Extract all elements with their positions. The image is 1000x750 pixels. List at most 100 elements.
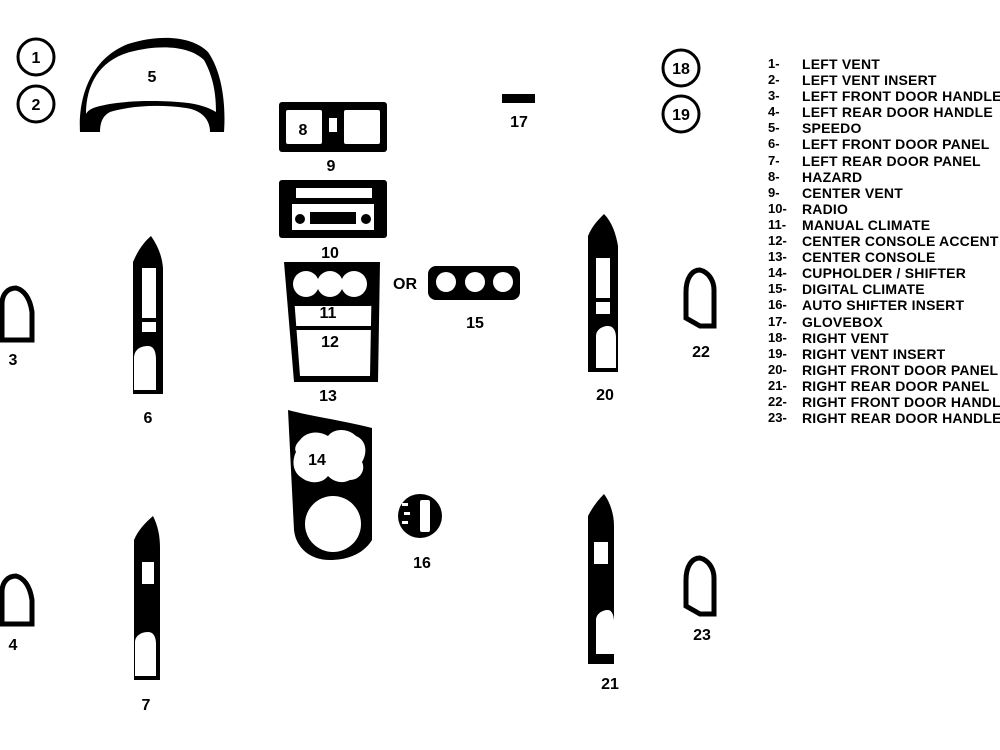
legend-part-name: LEFT FRONT DOOR PANEL bbox=[802, 136, 990, 153]
part-3-left-front-door-handle-shape bbox=[0, 285, 35, 343]
legend-part-name: RADIO bbox=[802, 200, 849, 217]
part-5-speedo-opening bbox=[86, 47, 216, 114]
legend-part-name: RIGHT FRONT DOOR HANDLE bbox=[802, 393, 1000, 410]
part-1-left-vent-icon bbox=[16, 37, 56, 77]
legend-part-number: 19- bbox=[768, 345, 787, 361]
part-label-14: 14 bbox=[308, 452, 326, 469]
part-20-switch-opening bbox=[596, 258, 610, 298]
part-14-cupholder-openings bbox=[293, 430, 366, 483]
part-11-dial-center bbox=[317, 271, 343, 297]
legend-part-name: RIGHT VENT INSERT bbox=[802, 345, 946, 362]
legend-part-name: CENTER CONSOLE ACCENT bbox=[802, 233, 999, 250]
legend-part-name: LEFT REAR DOOR PANEL bbox=[802, 152, 981, 169]
legend-part-number: 13- bbox=[768, 249, 787, 265]
legend-row: 19- RIGHT VENT INSERT bbox=[768, 346, 1000, 362]
part-label-6: 6 bbox=[144, 410, 153, 427]
legend-part-name: DIGITAL CLIMATE bbox=[802, 281, 925, 298]
part-21-switch-opening bbox=[594, 542, 608, 564]
part-label-20: 20 bbox=[596, 387, 614, 404]
part-12-console-accent-shape bbox=[294, 326, 372, 330]
part-20-pull-opening bbox=[596, 326, 616, 368]
legend-row: 8-HAZARD bbox=[768, 169, 1000, 185]
part-10-radio-knob-left bbox=[295, 214, 305, 224]
legend-row: 13- CENTER CONSOLE bbox=[768, 249, 1000, 265]
legend-row: 21- RIGHT REAR DOOR PANEL bbox=[768, 378, 1000, 394]
legend-row: 3- LEFT FRONT DOOR HANDLE bbox=[768, 88, 1000, 104]
legend-part-name: LEFT REAR DOOR HANDLE bbox=[802, 104, 993, 121]
part-16-indicator-3 bbox=[402, 521, 408, 524]
part-15-dial-left bbox=[436, 272, 456, 292]
legend-part-name: CENTER CONSOLE bbox=[802, 249, 936, 266]
legend-row: 16- AUTO SHIFTER INSERT bbox=[768, 297, 1000, 313]
legend-part-name: RIGHT VENT bbox=[802, 329, 889, 346]
legend-part-number: 20- bbox=[768, 361, 787, 377]
part-label-21: 21 bbox=[601, 676, 619, 693]
part-label-9: 9 bbox=[327, 158, 336, 175]
legend-part-number: 15- bbox=[768, 281, 787, 297]
part-label-2: 2 bbox=[32, 97, 41, 114]
legend-row: 2-LEFT VENT INSERT bbox=[768, 72, 1000, 88]
legend-part-number: 2- bbox=[768, 72, 780, 88]
part-label-11: 11 bbox=[320, 305, 337, 322]
legend-part-name: LEFT FRONT DOOR HANDLE bbox=[802, 88, 1000, 105]
legend-part-name: CENTER VENT bbox=[802, 184, 903, 201]
part-label-3: 3 bbox=[9, 352, 18, 369]
legend-row: 6-LEFT FRONT DOOR PANEL bbox=[768, 136, 1000, 152]
part-label-23: 23 bbox=[693, 627, 711, 644]
legend-row: 7-LEFT REAR DOOR PANEL bbox=[768, 153, 1000, 169]
legend-part-name: CUPHOLDER / SHIFTER bbox=[802, 265, 967, 282]
part-9-center-vent-opening-right bbox=[344, 110, 380, 144]
part-7-switch-opening bbox=[142, 562, 154, 584]
part-label-1: 1 bbox=[32, 50, 41, 67]
legend-part-name: MANUAL CLIMATE bbox=[802, 216, 931, 233]
part-label-22: 22 bbox=[692, 344, 710, 361]
legend-part-number: 16- bbox=[768, 297, 787, 313]
legend-part-number: 23- bbox=[768, 410, 787, 426]
part-6-pull-opening bbox=[134, 346, 156, 390]
or-label: OR bbox=[393, 276, 417, 293]
legend-row: 18-RIGHT VENT bbox=[768, 330, 1000, 346]
part-21-pull-opening bbox=[596, 610, 614, 654]
part-14-shifter-opening bbox=[305, 496, 361, 552]
part-label-19: 19 bbox=[672, 107, 690, 124]
legend-part-number: 9- bbox=[768, 184, 780, 200]
legend-row: 17-GLOVEBOX bbox=[768, 314, 1000, 330]
legend-row: 12-CENTER CONSOLE ACCENT bbox=[768, 233, 1000, 249]
legend-row: 20- RIGHT FRONT DOOR PANEL bbox=[768, 362, 1000, 378]
part-10-radio-display bbox=[296, 188, 372, 198]
legend-row: 10- RADIO bbox=[768, 201, 1000, 217]
legend-part-name: AUTO SHIFTER INSERT bbox=[802, 297, 965, 314]
legend-part-number: 8- bbox=[768, 168, 780, 184]
legend-part-name: RIGHT FRONT DOOR PANEL bbox=[802, 361, 999, 378]
part-9-center-vent-opening-left bbox=[286, 110, 322, 144]
legend-row: 22- RIGHT FRONT DOOR HANDLE bbox=[768, 394, 1000, 410]
legend-part-name: GLOVEBOX bbox=[802, 313, 883, 330]
legend-part-name: SPEEDO bbox=[802, 120, 862, 137]
part-11-dial-right bbox=[341, 271, 367, 297]
part-16-indicator-2 bbox=[404, 512, 410, 515]
legend-row: 23-RIGHT REAR DOOR HANDLE bbox=[768, 410, 1000, 426]
legend-row: 9- CENTER VENT bbox=[768, 185, 1000, 201]
part-23-right-rear-door-handle-shape bbox=[683, 555, 717, 617]
legend-part-number: 3- bbox=[768, 88, 780, 104]
part-label-8: 8 bbox=[299, 122, 308, 139]
legend-row: 14- CUPHOLDER / SHIFTER bbox=[768, 265, 1000, 281]
legend-part-number: 10- bbox=[768, 200, 787, 216]
part-15-dial-right bbox=[493, 272, 513, 292]
legend-part-number: 21- bbox=[768, 377, 787, 393]
part-label-5: 5 bbox=[148, 69, 157, 86]
part-20-switch-opening-small bbox=[596, 302, 610, 314]
part-label-7: 7 bbox=[142, 697, 151, 714]
part-6-switch-opening-small bbox=[142, 322, 156, 332]
legend-part-number: 14- bbox=[768, 265, 787, 281]
legend-part-number: 22- bbox=[768, 393, 787, 409]
legend-row: 15- DIGITAL CLIMATE bbox=[768, 281, 1000, 297]
legend-part-name: RIGHT REAR DOOR PANEL bbox=[802, 377, 990, 394]
part-label-12: 12 bbox=[321, 334, 339, 351]
legend-row: 1-LEFT VENT bbox=[768, 56, 1000, 72]
part-8-hazard-button bbox=[329, 118, 337, 132]
part-22-right-front-door-handle-shape bbox=[683, 267, 717, 329]
part-18-right-vent-icon bbox=[661, 48, 701, 88]
part-label-4: 4 bbox=[9, 637, 18, 654]
